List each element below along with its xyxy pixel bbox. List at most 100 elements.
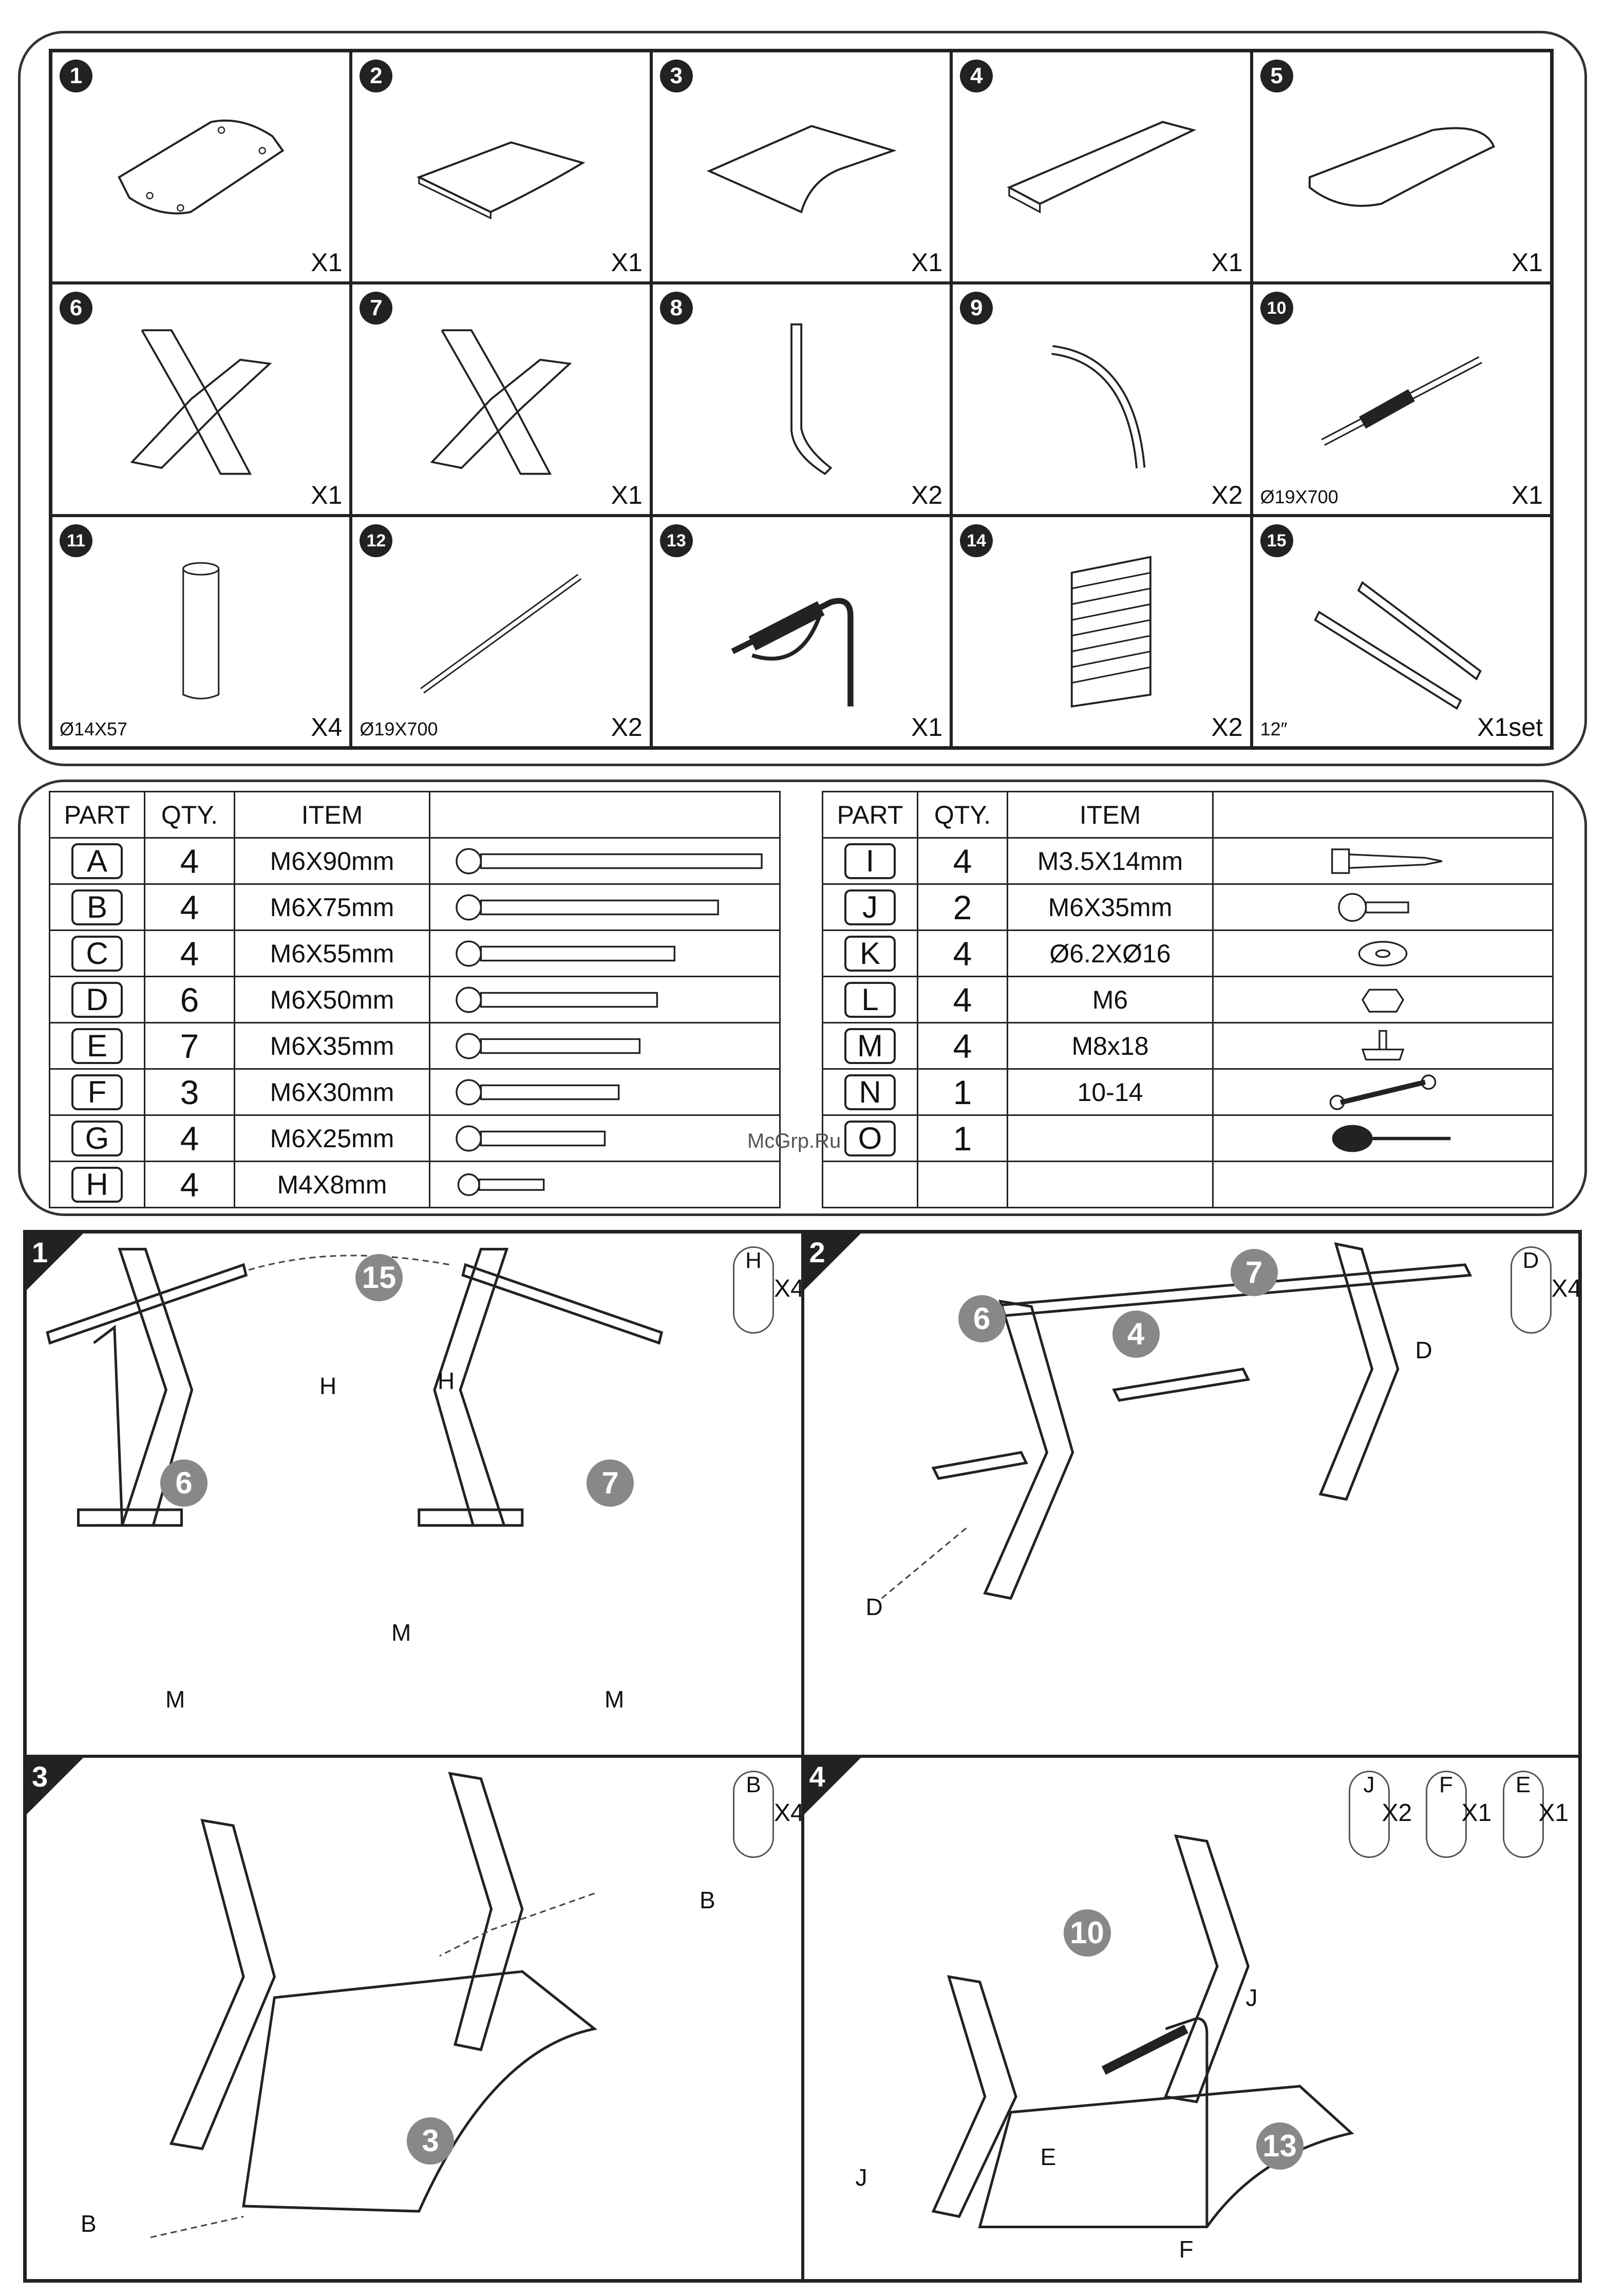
cap-nut-icon	[1362, 989, 1404, 1013]
hardware-item	[1007, 1114, 1214, 1162]
part-number: 8	[659, 292, 693, 325]
hardware-qty: 2	[917, 883, 1008, 931]
bolt-icon	[456, 894, 719, 920]
part-qty: X1	[311, 248, 343, 277]
part-number: 6	[60, 292, 92, 325]
step-corner	[27, 1234, 83, 1290]
step-2: 2 7 6 4 D D D X4	[802, 1232, 1580, 1756]
hardware-j-oval: J	[1348, 1771, 1390, 1858]
label-h-right: H	[438, 1368, 455, 1394]
part-cell-7: 7 X1	[351, 283, 651, 516]
label-f: F	[1179, 2236, 1194, 2263]
hardware-b-oval: B	[733, 1771, 774, 1858]
step-corner	[27, 1758, 83, 1814]
right-frame-image	[399, 320, 603, 478]
part-letter: J	[844, 889, 896, 925]
hardware-qty: 4	[917, 976, 1008, 1023]
callout-6: 6	[160, 1459, 207, 1507]
leveling-foot-icon	[1361, 1030, 1405, 1060]
part-number: 1	[60, 60, 92, 92]
col-part: PART	[49, 791, 145, 839]
label-b-right: B	[700, 1887, 715, 1913]
part-letter: K	[844, 935, 896, 972]
hardware-h-count: X4	[774, 1275, 803, 1302]
hardware-item: M3.5X14mm	[1007, 837, 1214, 885]
part-qty: X2	[1211, 713, 1243, 742]
callout-6: 6	[958, 1295, 1006, 1342]
callout-15: 15	[355, 1254, 403, 1301]
label-e: E	[1040, 2143, 1056, 2170]
desktop-top-image	[99, 88, 303, 245]
hardware-item: M6X75mm	[234, 883, 430, 931]
part-qty: X1	[1511, 480, 1543, 509]
label-m-left: M	[165, 1686, 185, 1713]
wood-screw-icon	[1331, 848, 1443, 874]
hardware-qty: 3	[144, 1068, 235, 1116]
label-m-right: M	[605, 1686, 625, 1713]
label-d-right: D	[1415, 1337, 1432, 1363]
part-letter: L	[844, 981, 896, 1018]
hardware-item: Ø6.2XØ16	[1007, 929, 1214, 977]
hardware-item: M6X90mm	[234, 837, 430, 885]
part-letter: G	[71, 1120, 123, 1156]
col-item: ITEM	[1007, 791, 1214, 839]
drawer-slides-image	[1299, 553, 1504, 710]
part-cell-10: 10 Ø19X700 X1	[1251, 283, 1552, 516]
col-qty: QTY.	[917, 791, 1008, 839]
part-qty: X1	[911, 713, 943, 742]
part-number: 5	[1260, 60, 1293, 92]
part-number: 4	[960, 60, 993, 92]
hardware-qty: 4	[144, 1114, 235, 1162]
part-number: 15	[1260, 524, 1293, 557]
callout-4: 4	[1112, 1311, 1160, 1358]
bolt-icon	[456, 1033, 641, 1059]
part-cell-5: 5 X1	[1251, 51, 1552, 283]
support-leg-image	[699, 320, 903, 478]
part-letter: H	[71, 1166, 123, 1203]
part-qty: X2	[911, 480, 943, 509]
part-dimension: Ø14X57	[60, 718, 128, 739]
hardware-e-oval: E	[1502, 1771, 1544, 1858]
part-number: 13	[659, 524, 693, 557]
part-letter: A	[71, 843, 123, 879]
rack-image	[999, 553, 1203, 710]
part-letter: F	[71, 1074, 123, 1110]
part-qty: X1	[611, 248, 643, 277]
callout-7: 7	[1230, 1249, 1278, 1296]
part-cell-2: 2 X1	[351, 51, 651, 283]
bolt-icon	[456, 848, 763, 874]
hardware-qty: 4	[144, 883, 235, 931]
wrench-icon	[1329, 1074, 1437, 1110]
hardware-j-count: X2	[1382, 1799, 1412, 1827]
hardware-item: M6X50mm	[234, 976, 430, 1023]
col-image	[1212, 791, 1554, 839]
part-qty: X1	[911, 248, 943, 277]
hardware-item: M4X8mm	[234, 1161, 430, 1208]
step-4-drawing	[931, 1834, 1354, 2229]
part-cell-14: 14 X2	[951, 515, 1252, 748]
step-2-drawing	[881, 1242, 1472, 1600]
part-cell-13: 13 X1	[651, 515, 952, 748]
col-item: ITEM	[234, 791, 430, 839]
hardware-item: M8x18	[1007, 1022, 1214, 1070]
cross-bar-image	[1299, 320, 1504, 478]
hardware-qty: 1	[917, 1068, 1008, 1116]
spacer-tube-image	[99, 553, 303, 710]
part-number: 3	[659, 60, 693, 92]
hardware-qty: 4	[144, 837, 235, 885]
col-qty: QTY.	[144, 791, 235, 839]
shelf-board-image	[399, 88, 603, 245]
part-letter: I	[844, 843, 896, 879]
screw-icon	[457, 1173, 545, 1196]
hardware-e-count: X1	[1538, 1799, 1569, 1827]
hardware-qty: 4	[917, 837, 1008, 885]
label-m-center: M	[391, 1619, 411, 1646]
